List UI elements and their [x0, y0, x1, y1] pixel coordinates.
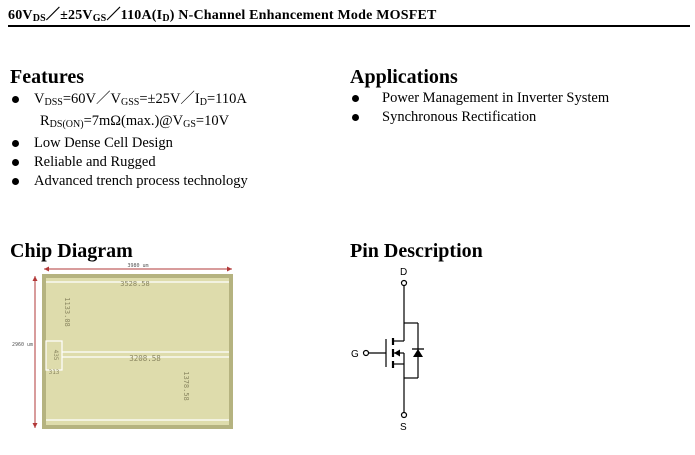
bullet-icon — [12, 140, 19, 147]
gate-pad — [45, 340, 63, 371]
bullet-icon — [12, 178, 19, 185]
feature-item: Low Dense Cell Design — [10, 134, 248, 153]
pad-width-label: 313 — [49, 369, 60, 376]
applications-list: Power Management in Inverter System Sync… — [350, 89, 609, 127]
bullet-icon — [352, 114, 359, 121]
product-subtitle: 60VDS／±25VGS／110A(ID) N-Channel Enhancem… — [8, 8, 437, 24]
features-list: VDSS=60V／VGSS=±25V／ID=110A RDS(ON)=7mΩ(m… — [10, 90, 248, 191]
arrowhead-right-icon — [227, 266, 232, 272]
mosfet-symbol-icon: D G S — [351, 267, 424, 433]
feature-item: Reliable and Rugged — [10, 153, 248, 172]
source-terminal — [400, 411, 408, 419]
applications-heading: Applications — [350, 66, 458, 88]
left-height-label: 1133.08 — [63, 297, 71, 327]
chip-diagram: 3980 um 2960 um 3528.58 1133.08 435 313 … — [10, 262, 245, 432]
source-label: S — [400, 422, 407, 433]
feature-item-rdson: RDS(ON)=7mΩ(max.)@VGS=10V — [40, 113, 230, 130]
drain-terminal — [400, 279, 408, 287]
features-heading: Features — [10, 66, 85, 88]
arrowhead-up-icon — [32, 276, 38, 281]
pin-diagram: D G S — [350, 263, 470, 433]
pad-height-label: 435 — [52, 350, 59, 361]
arrowhead-down-icon — [32, 423, 38, 428]
bullet-icon — [352, 95, 359, 102]
top-width-label: 3528.58 — [120, 280, 150, 288]
chip-height-label: 2960 um — [12, 342, 33, 348]
bottom-height-label: 1378.58 — [182, 371, 190, 401]
pin-description-heading: Pin Description — [350, 240, 483, 262]
gate-label: G — [351, 349, 359, 360]
drain-label: D — [400, 267, 407, 278]
feature-item: Advanced trench process technology — [10, 172, 248, 191]
header-rule — [8, 25, 690, 27]
gate-terminal — [362, 349, 370, 357]
chip-width-label: 3980 um — [127, 263, 148, 269]
body-arrow-icon — [394, 349, 400, 357]
feature-item-ratings: VDSS=60V／VGSS=±25V／ID=110A — [10, 90, 248, 112]
chip-diagram-svg: 3980 um 2960 um 3528.58 1133.08 435 313 … — [12, 263, 233, 429]
bullet-icon — [12, 159, 19, 166]
bullet-icon — [12, 96, 19, 103]
bottom-width-label: 3208.58 — [129, 354, 161, 363]
application-item: Power Management in Inverter System — [350, 89, 609, 108]
arrowhead-left-icon — [44, 266, 49, 272]
body-diode-icon — [413, 349, 423, 357]
application-item: Synchronous Rectification — [350, 108, 609, 127]
chip-diagram-heading: Chip Diagram — [10, 240, 133, 262]
